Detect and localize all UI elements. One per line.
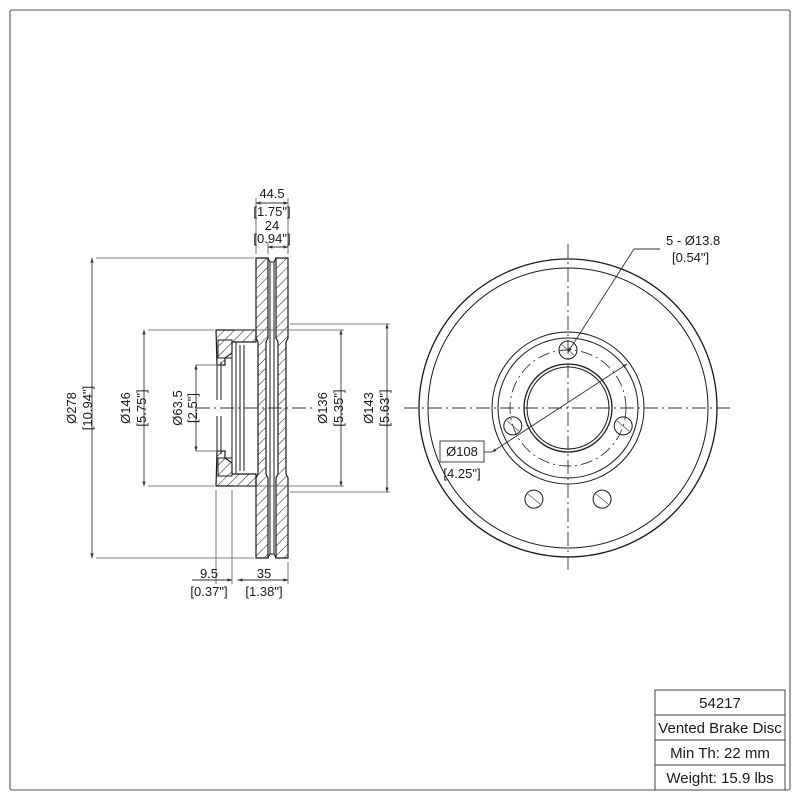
dim-flange-thickness-metric: 9.5 [200, 566, 218, 581]
title-block-min-thickness: Min Th: 22 mm [670, 745, 770, 762]
title-block-part-number: 54217 [699, 695, 741, 712]
dim-overall-diameter-imperial: [10.94"] [80, 386, 95, 430]
dim-outer-hat-diameter-metric: Ø143 [361, 392, 376, 424]
dim-overall-diameter-metric: Ø278 [64, 392, 79, 424]
callout-bolt-holes: 5 - Ø13.8 [0.54"] [567, 233, 720, 353]
dim-inner-rotor-diameter-imperial: [5.35"] [331, 389, 346, 426]
bolt-hole [524, 489, 544, 509]
rotor-friction-face-circle [427, 267, 709, 549]
dim-flange-thickness-imperial: [0.37"] [190, 584, 227, 599]
rotor-upper-section [255, 257, 289, 559]
dimension-rotor-thickness: 24 [0.94"] [253, 218, 291, 254]
callout-bolt-holes-imperial: [0.54"] [672, 250, 709, 265]
rotor-inner-cheek [255, 257, 269, 559]
dim-hat-diameter-metric: Ø146 [118, 392, 133, 424]
dimension-overall-diameter: Ø278 [10.94"] [64, 257, 254, 559]
dim-rotor-thickness-metric: 24 [265, 218, 279, 233]
title-block-row-description [654, 714, 786, 741]
sheet-border [9, 9, 791, 791]
callout-bolt-circle-box [439, 440, 485, 463]
title-block-row-part-number [654, 689, 786, 716]
title-block: 54217 Vented Brake Disc Min Th: 22 mm We… [654, 689, 786, 791]
dim-overall-width-metric: 44.5 [259, 186, 284, 201]
dim-hat-offset-metric: 35 [257, 566, 271, 581]
vent-bottom-cap [267, 553, 277, 559]
title-block-weight: Weight: 15.9 lbs [666, 770, 773, 787]
bolt-hole-tick [506, 420, 520, 432]
dim-rotor-thickness-imperial: [0.94"] [253, 231, 290, 246]
dimension-hat-offset: 35 [1.38"] [237, 562, 289, 599]
bolt-hole [558, 340, 578, 360]
callout-bolt-circle-metric: Ø108 [446, 444, 478, 459]
dimension-inner-rotor-diameter: Ø136 [5.35"] [234, 329, 346, 487]
dimension-center-bore: Ø63.5 [2.5"] [170, 364, 222, 452]
title-block-row-weight [654, 764, 786, 791]
rotor-outer-cheek [275, 257, 289, 559]
leader-line-bolt-circle [491, 363, 628, 453]
dimension-outer-hat-diameter: Ø143 [5.63"] [290, 323, 392, 493]
title-block-description: Vented Brake Disc [658, 720, 782, 737]
front-view: 5 - Ø13.8 [0.54"] Ø108 [4.25"] [404, 233, 732, 572]
callout-bolt-holes-metric: 5 - Ø13.8 [666, 233, 720, 248]
dim-overall-width-imperial: [1.75"] [253, 204, 290, 219]
bolt-hole-tick [595, 493, 609, 505]
callout-bolt-circle: Ø108 [4.25"] [439, 363, 628, 481]
dim-inner-rotor-diameter-metric: Ø136 [315, 392, 330, 424]
dim-outer-hat-diameter-imperial: [5.63"] [377, 389, 392, 426]
bolt-hole-tick [616, 420, 630, 432]
dimension-hat-diameter: Ø146 [5.75"] [118, 329, 214, 487]
dimension-flange-thickness: 9.5 [0.37"] [190, 490, 233, 599]
rotor-outer-circle [418, 258, 718, 558]
bolt-hole-tick [527, 493, 541, 505]
vent-top-cap [267, 257, 277, 263]
bolt-hole [592, 489, 612, 509]
dim-hat-diameter-imperial: [5.75"] [134, 389, 149, 426]
dimension-overall-width: 44.5 [1.75"] [253, 186, 291, 254]
leader-line-bolt-holes [567, 248, 660, 353]
dim-hat-offset-imperial: [1.38"] [245, 584, 282, 599]
side-section-view: 44.5 [1.75"] 24 [0.94"] Ø278 [10.94"] [64, 186, 392, 599]
dim-center-bore-metric: Ø63.5 [170, 390, 185, 425]
dim-center-bore-imperial: [2.5"] [185, 393, 200, 423]
callout-bolt-circle-imperial: [4.25"] [443, 466, 480, 481]
